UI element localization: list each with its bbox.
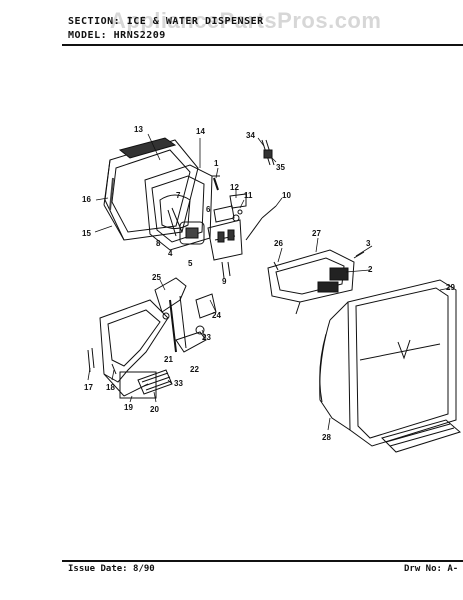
callout-5: 5	[188, 259, 193, 268]
callout-9: 9	[222, 277, 227, 286]
section-header: SECTION: ICE & WATER DISPENSER	[68, 16, 264, 27]
callout-7: 7	[176, 191, 181, 200]
footer-rule	[62, 560, 463, 562]
callout-10: 10	[282, 191, 291, 200]
callout-25: 25	[152, 273, 161, 282]
callout-3: 3	[366, 239, 371, 248]
section-label: SECTION:	[68, 16, 121, 27]
callout-28: 28	[322, 433, 331, 442]
callout-numbers: 13 14 34 35 1 12 11 10 16 7 6 15 8 4 5 3…	[82, 125, 455, 442]
callout-4: 4	[168, 249, 173, 258]
callout-19: 19	[124, 403, 133, 412]
callout-27: 27	[312, 229, 321, 238]
callout-12: 12	[230, 183, 239, 192]
model-value: HRNS2209	[113, 30, 166, 41]
switch-bracket	[207, 219, 243, 279]
screw-part	[212, 175, 220, 191]
callout-1: 1	[214, 159, 219, 168]
callout-22: 22	[190, 365, 199, 374]
water-dispenser-bracket	[267, 249, 365, 315]
ice-chute-housing	[103, 137, 199, 241]
callout-2: 2	[368, 265, 373, 274]
callout-15: 15	[82, 229, 91, 238]
diagram-linework	[87, 137, 462, 453]
callout-14: 14	[196, 127, 205, 136]
callout-26: 26	[274, 239, 283, 248]
callout-21: 21	[164, 355, 173, 364]
model-header: MODEL: HRNS2209	[68, 30, 166, 41]
issue-label: Issue Date:	[68, 564, 128, 574]
drawing-label: Drw No:	[404, 564, 442, 574]
callout-11: 11	[244, 191, 253, 200]
callout-13: 13	[134, 125, 143, 134]
callout-33: 33	[174, 379, 183, 388]
section-value: ICE & WATER DISPENSER	[126, 16, 264, 27]
drawing-number: Drw No: A-	[404, 564, 458, 574]
issue-date: Issue Date: 8/90	[68, 564, 155, 574]
callout-20: 20	[150, 405, 159, 414]
callout-8: 8	[156, 239, 161, 248]
ice-funnel-housing	[87, 299, 169, 399]
callout-6: 6	[206, 205, 211, 214]
callout-18: 18	[106, 383, 115, 392]
dispenser-door-frame	[144, 164, 213, 251]
header-rule	[62, 44, 463, 46]
callout-24: 24	[212, 311, 221, 320]
callout-29: 29	[446, 283, 455, 292]
callout-35: 35	[276, 163, 285, 172]
paddle-assembly	[167, 207, 205, 245]
callout-16: 16	[82, 195, 91, 204]
model-label: MODEL:	[68, 30, 108, 41]
callout-17: 17	[84, 383, 93, 392]
water-tube-fitting	[261, 139, 275, 166]
small-bracket-parts	[213, 193, 277, 241]
ice-grille-part	[137, 369, 173, 395]
dispenser-cabinet	[319, 279, 462, 453]
issue-value: 8/90	[133, 564, 155, 574]
callout-34: 34	[246, 131, 255, 140]
callout-23: 23	[202, 333, 211, 342]
callout-leaders	[87, 133, 451, 431]
watermark-text: AppliancePartsPros.com	[110, 8, 382, 33]
chute-lever-assembly	[154, 277, 217, 353]
drawing-value: A-	[447, 564, 459, 574]
